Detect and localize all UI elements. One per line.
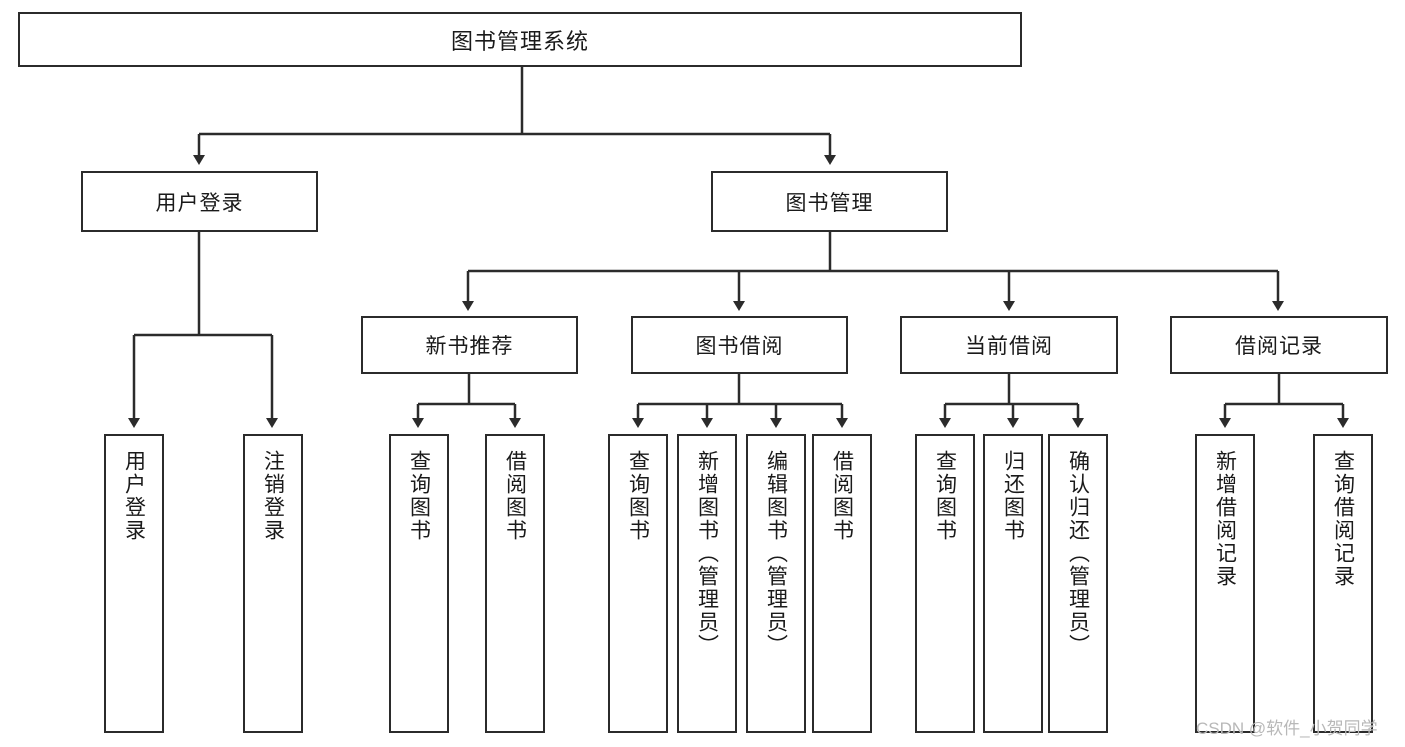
leaf-query-borrow-record[interactable]: 查询借阅记录 <box>1313 434 1373 733</box>
node-label: 注销登录 <box>261 450 285 542</box>
node-label: 用户登录 <box>122 450 146 542</box>
leaf-borrow-book[interactable]: 借阅图书 <box>812 434 872 733</box>
node-book-borrow[interactable]: 图书借阅 <box>631 316 848 374</box>
node-root-book-management-system[interactable]: 图书管理系统 <box>18 12 1022 67</box>
node-label: 查询图书 <box>933 450 957 542</box>
leaf-logout-login[interactable]: 注销登录 <box>243 434 303 733</box>
node-label: 确认归还（管理员） <box>1066 450 1090 657</box>
watermark-csdn: CSDN @软件_小贺同学 <box>1196 719 1378 738</box>
node-label: 新增图书（管理员） <box>695 450 719 657</box>
node-user-login[interactable]: 用户登录 <box>81 171 318 232</box>
node-new-book-recommend[interactable]: 新书推荐 <box>361 316 578 374</box>
node-label: 查询图书 <box>626 450 650 542</box>
leaf-return-book[interactable]: 归还图书 <box>983 434 1043 733</box>
leaf-query-book-borrow[interactable]: 查询图书 <box>608 434 668 733</box>
node-label: 借阅记录 <box>1235 335 1323 358</box>
leaf-add-borrow-record[interactable]: 新增借阅记录 <box>1195 434 1255 733</box>
leaf-user-login[interactable]: 用户登录 <box>104 434 164 733</box>
leaf-query-book-current[interactable]: 查询图书 <box>915 434 975 733</box>
node-label: 查询借阅记录 <box>1331 450 1355 588</box>
node-label: 图书借阅 <box>695 335 784 358</box>
node-label: 新增借阅记录 <box>1213 450 1237 588</box>
node-label: 用户登录 <box>155 191 244 215</box>
node-borrow-record[interactable]: 借阅记录 <box>1170 316 1388 374</box>
node-label: 借阅图书 <box>503 450 527 542</box>
leaf-edit-book[interactable]: 编辑图书（管理员） <box>746 434 806 733</box>
node-label: 归还图书 <box>1001 450 1025 542</box>
node-current-borrow[interactable]: 当前借阅 <box>900 316 1118 374</box>
node-label: 借阅图书 <box>830 450 854 542</box>
node-label: 新书推荐 <box>425 335 514 358</box>
node-label: 当前借阅 <box>965 335 1053 358</box>
node-label: 查询图书 <box>407 450 431 542</box>
node-label: 编辑图书（管理员） <box>764 450 788 657</box>
node-book-management[interactable]: 图书管理 <box>711 171 948 232</box>
leaf-borrow-book-recommend[interactable]: 借阅图书 <box>485 434 545 733</box>
leaf-add-book[interactable]: 新增图书（管理员） <box>677 434 737 733</box>
leaf-query-book-recommend[interactable]: 查询图书 <box>389 434 449 733</box>
node-label: 图书管理系统 <box>450 28 589 54</box>
leaf-confirm-return[interactable]: 确认归还（管理员） <box>1048 434 1108 733</box>
node-label: 图书管理 <box>785 191 874 215</box>
